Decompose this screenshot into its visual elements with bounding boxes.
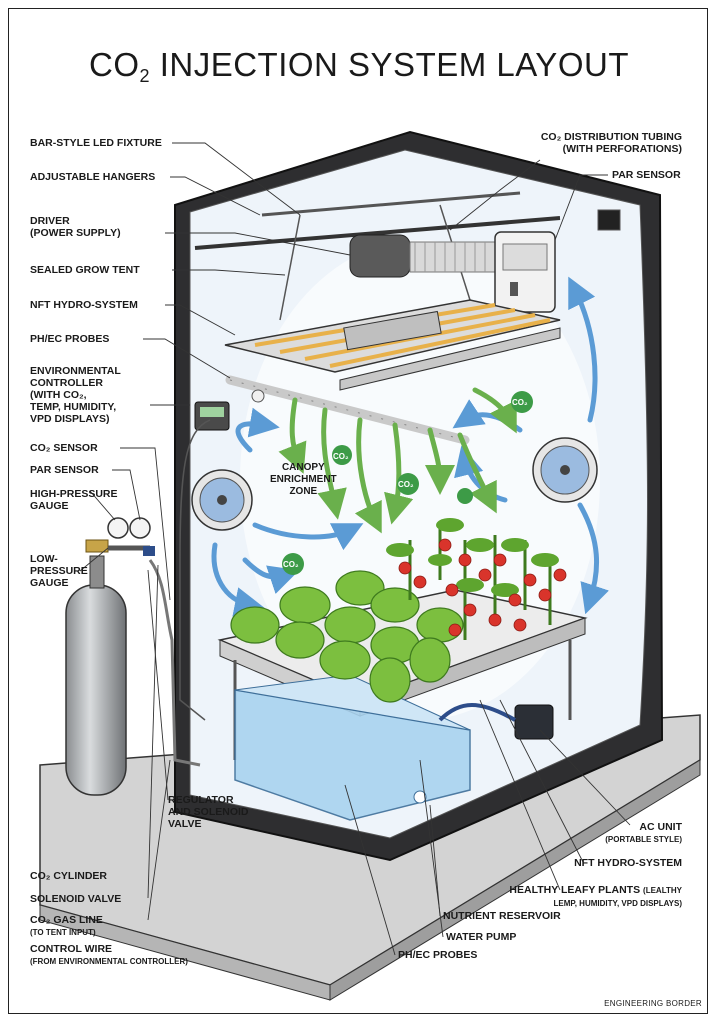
co2-bubble-label: CO₂ [283, 560, 299, 569]
inline-fan [349, 234, 506, 278]
canopy-zone-label: CANOPY ENRICHMENT ZONE [270, 462, 337, 497]
water-pump [438, 703, 554, 740]
label-gas-line: CO₂ GAS LINE(TO TENT INPUT) [30, 914, 103, 937]
leader-lines [79, 142, 631, 956]
label-co2-sensor: CO₂ SENSOR [30, 442, 98, 454]
label-nft-2: NFT HYDRO-SYSTEM [574, 857, 682, 869]
label-probes: PH/EC PROBES [30, 333, 110, 345]
label-regulator: REGULATOR AND SOLENOID VALVE [168, 794, 249, 830]
label-water-pump: WATER PUMP [446, 931, 517, 943]
nutrient-reservoir [234, 674, 471, 821]
label-control-wire: CONTROL WIRE(FROM ENVIRONMENTAL CONTROLL… [30, 943, 188, 966]
label-ac-unit: AC UNIT(PORTABLE STYLE) [605, 821, 682, 844]
label-nft: NFT HYDRO-SYSTEM [30, 299, 138, 311]
label-distribution-tubing: CO₂ DISTRIBUTION TUBING (WITH PERFORATIO… [540, 131, 682, 155]
engineering-border [8, 8, 708, 1014]
label-par-sensor-left: PAR SENSOR [30, 464, 99, 476]
label-co2-cylinder: CO₂ CYLINDER [30, 870, 108, 882]
co2-bubble-label: CO₂ [333, 452, 349, 461]
label-hangers: ADJUSTABLE HANGERS [30, 171, 156, 183]
page-title: CO2 INJECTION SYSTEM LAYOUT [89, 46, 629, 86]
label-lp-gauge: LOW- PRESSURE GAUGE [30, 553, 88, 589]
airflow-arrows [211, 276, 609, 617]
label-reservoir: NUTRIENT RESERVOIR [443, 910, 561, 922]
right-wall-fan [532, 437, 598, 503]
co2-bubble-label: CO₂ [512, 398, 528, 407]
label-sealed-tent: SEALED GROW TENT [30, 264, 140, 276]
label-healthy-plants: HEALTHY LEAFY PLANTS (LEALTHY LEMP, HUMI… [509, 884, 682, 908]
label-probes-2: PH/EC PROBES [398, 949, 478, 961]
left-wall-fan [191, 469, 253, 531]
label-par-sensor-right: PAR SENSOR [612, 169, 681, 181]
co2-bubble-label: CO₂ [398, 480, 414, 489]
label-controller: ENVIRONMENTAL CONTROLLER (WITH CO₂, TEMP… [30, 365, 121, 425]
co2-bubbles [282, 391, 533, 575]
tomato-plants [386, 518, 567, 640]
ac-unit [494, 231, 556, 313]
label-driver: DRIVER (POWER SUPPLY) [30, 215, 121, 239]
led-fixture [224, 299, 561, 391]
label-solenoid: SOLENOID VALVE [30, 893, 122, 905]
label-hp-gauge: HIGH-PRESSURE GAUGE [30, 488, 118, 512]
co2-flow-arrows [278, 387, 517, 534]
label-led-fixture: BAR-STYLE LED FIXTURE [30, 137, 162, 149]
co2-cylinder [65, 517, 155, 796]
footer-credit: ENGINEERING BORDER [604, 999, 702, 1008]
